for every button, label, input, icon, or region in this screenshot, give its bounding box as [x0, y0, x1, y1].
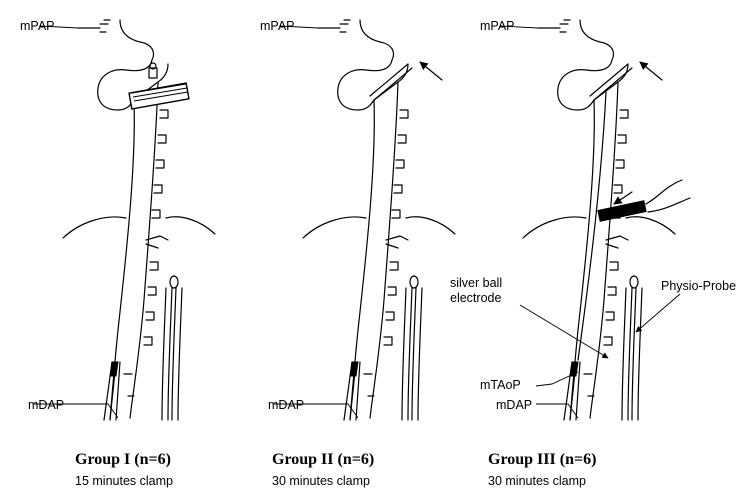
arrow-icon: [420, 62, 442, 80]
panel-group-2: mPAP mDAP Group II (n=6) 30 minutes clam…: [260, 19, 455, 488]
label-physio-probe: Physio-Probe: [661, 279, 736, 293]
arrow-icon: [614, 192, 632, 204]
panel-group-1: mPAP mDAP Group I (n=6) 15 minutes clamp: [20, 19, 215, 488]
label-mdap: mDAP: [28, 398, 64, 412]
label-mtaop: mTAoP: [480, 378, 521, 392]
label-mpap: mPAP: [260, 19, 295, 33]
label-mdap: mDAP: [496, 398, 532, 412]
group-subtitle: 30 minutes clamp: [488, 474, 586, 488]
arrow-icon: [640, 62, 662, 80]
group-title: Group III (n=6): [488, 451, 596, 468]
panel-group-3: mPAP silver ball electrode Physio-Probe …: [450, 19, 736, 488]
clamp-mark-icon: [370, 64, 412, 100]
group-subtitle: 15 minutes clamp: [75, 474, 173, 488]
label-electrode: electrode: [450, 291, 501, 305]
clamp-icon: [129, 63, 189, 109]
group-title: Group I (n=6): [75, 451, 171, 468]
label-silver-ball: silver ball: [450, 276, 502, 290]
label-mdap: mDAP: [268, 398, 304, 412]
clamp-mark-icon: [590, 64, 632, 100]
label-mpap: mPAP: [480, 19, 515, 33]
group-title: Group II (n=6): [272, 451, 374, 468]
group-subtitle: 30 minutes clamp: [272, 474, 370, 488]
label-mpap: mPAP: [20, 19, 55, 33]
